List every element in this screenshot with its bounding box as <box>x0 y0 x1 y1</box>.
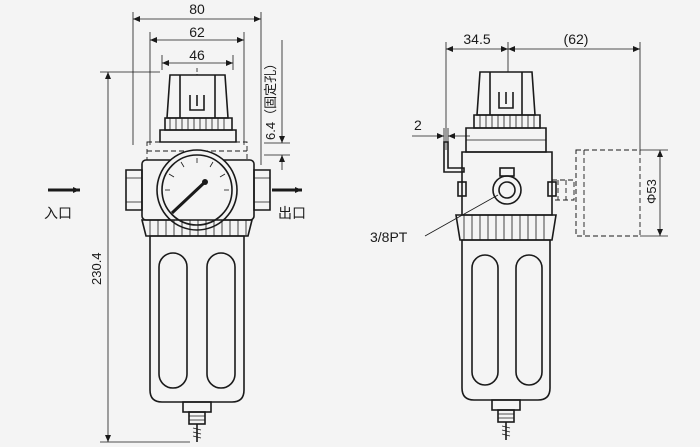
dim-gauge-offset: (62) <box>564 31 589 47</box>
dim-body-width: 46 <box>189 47 205 63</box>
inlet-port <box>125 169 143 211</box>
outlet-port <box>253 169 271 211</box>
side-body <box>461 151 553 216</box>
dim-height: 230.4 <box>89 252 104 285</box>
dim-mount-hole: 6.4（固定孔） <box>263 57 278 140</box>
dim-mount-width: 62 <box>189 24 205 40</box>
side-view: 34.5 (62) 2 <box>370 31 668 440</box>
inlet-label: 入口 <box>44 205 72 221</box>
filter-bowl <box>149 235 245 403</box>
gauge-needle <box>170 180 207 215</box>
dim-depth: 34.5 <box>463 31 490 47</box>
dim-gauge-diameter: Φ53 <box>644 179 659 204</box>
side-drain-valve <box>491 399 521 411</box>
side-filter-bowl <box>461 239 551 401</box>
mounting-bracket <box>443 141 465 173</box>
dim-overall-width: 80 <box>189 1 205 17</box>
drain-valve <box>182 401 212 413</box>
port-label: 3/8PT <box>370 229 408 245</box>
outlet-label: 出口 <box>278 205 306 221</box>
side-gauge <box>575 149 641 237</box>
dim-bracket: 2 <box>414 117 422 133</box>
port-thread <box>492 175 522 205</box>
front-view: 80 62 46 6.4（固定孔） 230.4 <box>44 1 306 443</box>
